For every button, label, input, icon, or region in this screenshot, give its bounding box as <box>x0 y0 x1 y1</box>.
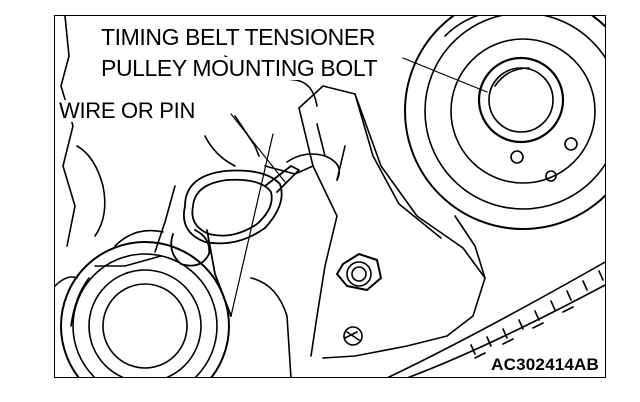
timing-belt-drawing <box>387 261 605 377</box>
callout-wire-or-pin: WIRE OR PIN <box>57 98 198 123</box>
idler-pulley-drawing <box>60 241 230 377</box>
wire-pin-drawing <box>170 165 300 317</box>
callout-tensioner-bolt-line1: TIMING BELT TENSIONER <box>99 24 378 50</box>
leader-lines <box>230 57 488 317</box>
crank-pulley-drawing <box>404 16 605 230</box>
bracket-bolt-drawing <box>336 253 382 346</box>
callout-tensioner-bolt-line2: PULLEY MOUNTING BOLT <box>99 55 380 81</box>
figure-code: AC302414AB <box>489 355 601 374</box>
illustration-frame: TIMING BELT TENSIONER PULLEY MOUNTING BO… <box>54 15 606 378</box>
